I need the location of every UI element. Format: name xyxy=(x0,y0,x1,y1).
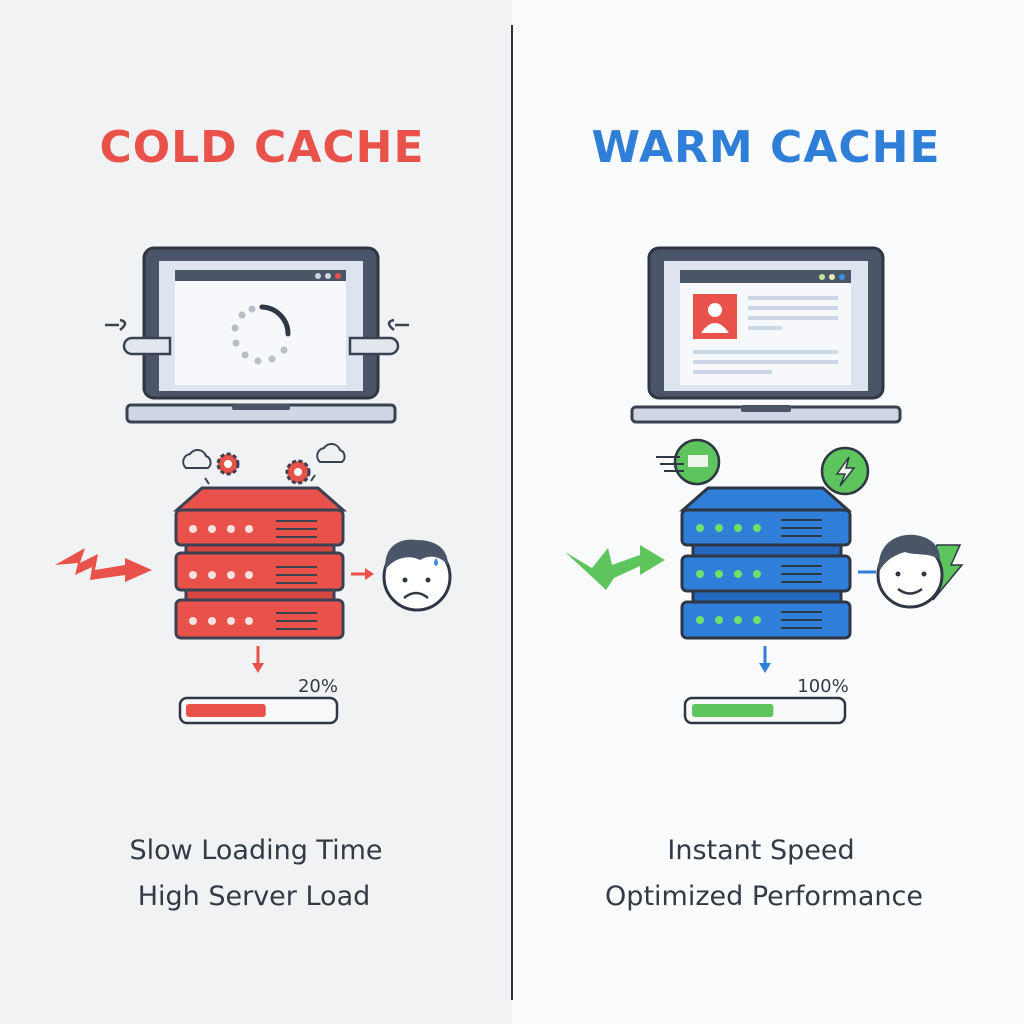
cold-caption-2: High Server Load xyxy=(138,881,371,912)
cold-progress-bar xyxy=(178,696,339,725)
smoke-icon xyxy=(182,443,346,485)
lightning-arrow-icon xyxy=(55,548,152,582)
warm-caption-1: Instant Speed xyxy=(667,835,854,866)
arrow-right-icon xyxy=(351,568,374,580)
profile-card-icon xyxy=(693,294,838,374)
shaking-hands-icon xyxy=(105,318,409,356)
arrow-down-icon xyxy=(252,646,264,673)
lightning-arrow-icon xyxy=(565,545,665,590)
cold-caption-1: Slow Loading Time xyxy=(129,835,382,866)
happy-face-icon xyxy=(876,534,964,609)
sad-face-icon xyxy=(382,539,452,612)
lightning-badge-icon xyxy=(820,446,870,496)
cold-progress-fill xyxy=(186,704,266,717)
server-icon xyxy=(173,486,347,640)
cold-progress-label: 20% xyxy=(298,676,338,697)
cold-cache-title: COLD CACHE xyxy=(99,122,424,173)
server-icon xyxy=(679,486,852,640)
warm-progress-bar xyxy=(683,696,847,725)
fast-cache-badge-icon xyxy=(656,438,721,486)
laptop-icon xyxy=(630,246,902,424)
warm-progress-label: 100% xyxy=(797,676,848,697)
warm-cache-title: WARM CACHE xyxy=(591,122,940,173)
arrow-down-icon xyxy=(759,646,771,673)
laptop-icon xyxy=(125,246,397,424)
warm-progress-fill xyxy=(692,704,774,717)
loading-spinner-icon xyxy=(231,304,291,365)
warm-caption-2: Optimized Performance xyxy=(605,881,923,912)
gear-icon xyxy=(216,452,311,485)
